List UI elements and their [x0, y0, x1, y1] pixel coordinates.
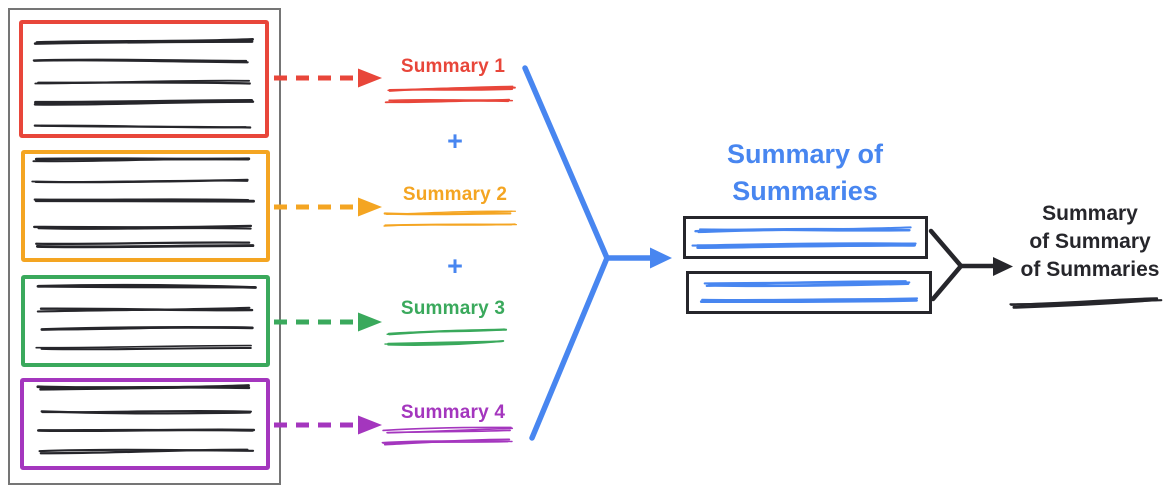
plus-operator-2: +	[447, 251, 463, 281]
final-summary-line-2: of Summary	[1029, 230, 1151, 253]
final-summary-title: Summary of Summary of Summaries	[1008, 200, 1170, 284]
merge-bracket	[522, 65, 610, 441]
document-chunk-3-box	[21, 275, 270, 367]
chunk-2-to-summary-2-arrow	[274, 197, 382, 217]
final-summary-line-3: of Summaries	[1020, 258, 1160, 281]
chunk-1-to-summary-1-arrow	[274, 68, 382, 88]
summary-of-summaries-box-2	[686, 271, 932, 314]
orange-arrowhead-icon	[358, 197, 382, 217]
plus-operator-1: +	[447, 126, 463, 156]
summary-2-label: Summary 2	[402, 184, 508, 205]
summary-of-summaries-box-1	[683, 216, 928, 259]
summary-4-label: Summary 4	[400, 402, 506, 423]
blue-arrowhead-icon	[650, 247, 672, 269]
final-summary-text-scribble	[1009, 297, 1163, 309]
chunk-3-to-summary-3-arrow	[274, 312, 382, 332]
purple-arrowhead-icon	[358, 415, 382, 435]
document-chunk-4-box	[20, 378, 270, 470]
red-arrowhead-icon	[358, 68, 382, 88]
final-merge-arrow	[928, 228, 1013, 302]
summary-2-text-scribble	[383, 210, 518, 227]
final-merge-bracket	[928, 228, 964, 302]
summary-4-text-scribble	[381, 426, 514, 446]
green-arrowhead-icon	[358, 312, 382, 332]
final-summary-line-1: Summary	[1042, 202, 1138, 225]
summary-of-summaries-title: Summary of Summaries	[726, 139, 884, 206]
summary-3-text-scribble	[384, 328, 508, 346]
summary-3-label: Summary 3	[400, 298, 506, 319]
document-chunk-1-box	[19, 20, 269, 138]
chunk-4-to-summary-4-arrow	[274, 415, 382, 435]
summary-1-text-scribble	[384, 85, 516, 104]
summary-1-label: Summary 1	[400, 56, 506, 77]
summaries-merge-arrow	[522, 65, 672, 441]
document-chunk-2-box	[21, 150, 270, 262]
